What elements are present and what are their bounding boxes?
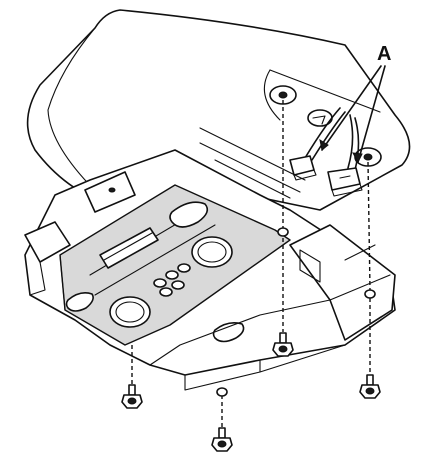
left-oval-button [65,292,94,312]
screw-left [121,384,143,409]
screw-axes [131,100,371,428]
screw-bottom [211,427,233,452]
seated-screw-2 [364,289,376,299]
screw-right [359,374,381,399]
housing-bottom [149,299,346,391]
callout-a: A [319,43,391,164]
guide-lines [199,127,306,199]
connector-right [327,167,363,197]
lower-oval-button [212,322,245,343]
seated-screw-1 [277,227,289,237]
screw-center [272,332,294,357]
right-knob [191,236,233,268]
upper-oval-button [169,201,209,228]
callout-a-label: A [377,43,391,65]
seated-screw-3 [216,387,228,397]
left-knob [109,296,151,328]
connector-left [289,155,317,181]
small-buttons [153,263,191,297]
display-window [99,227,159,269]
harness-wires [304,107,360,171]
